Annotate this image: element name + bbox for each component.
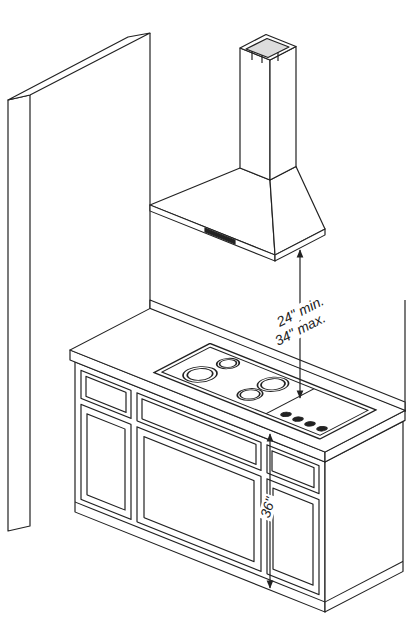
dimension-lines: [270, 250, 300, 588]
control-knobs: [279, 411, 329, 432]
cooktop: [154, 343, 376, 439]
range-hood: [150, 35, 325, 262]
countertop: [70, 308, 405, 462]
